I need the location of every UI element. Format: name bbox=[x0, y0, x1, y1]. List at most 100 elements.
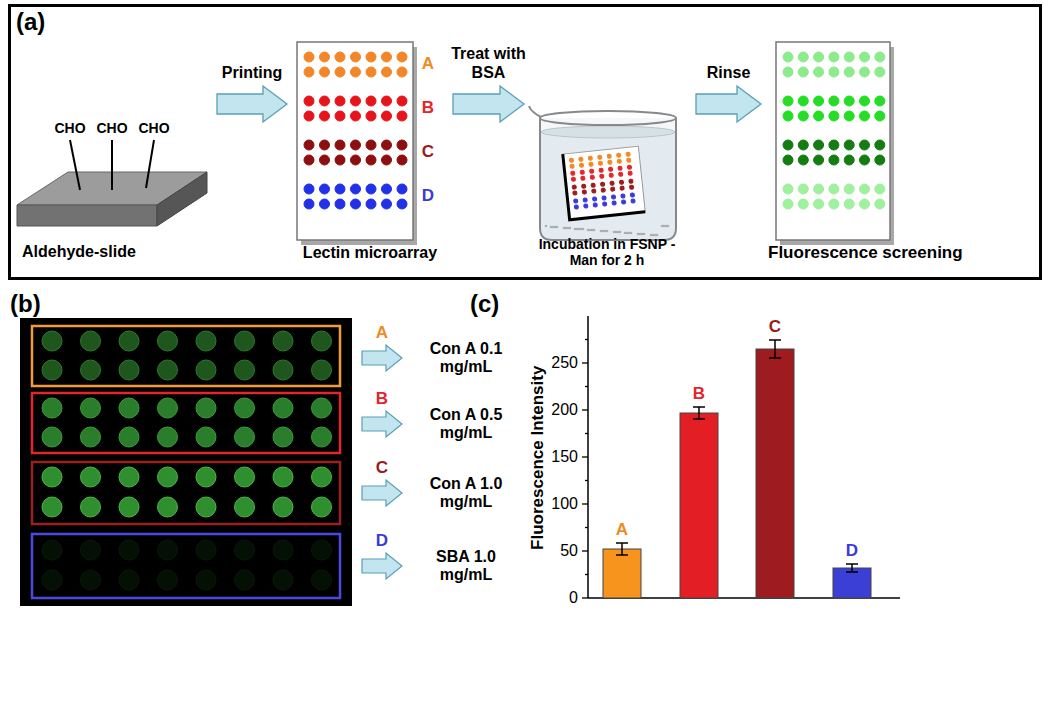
panel-label: (a) bbox=[16, 8, 45, 36]
lectin-spot bbox=[397, 199, 407, 209]
error-bar bbox=[769, 340, 781, 358]
fluorescent-spot bbox=[119, 497, 139, 517]
lectin-spot bbox=[631, 199, 635, 203]
beaker-contents bbox=[545, 146, 670, 236]
nanoparticle bbox=[624, 232, 627, 235]
fluorescent-spot bbox=[783, 184, 793, 194]
slide-front bbox=[17, 205, 157, 226]
fluorescence-image bbox=[20, 318, 352, 606]
fluorescent-spot bbox=[860, 96, 870, 106]
axis-tick bbox=[582, 362, 588, 363]
axis-tick bbox=[585, 527, 588, 528]
slide-edge bbox=[563, 146, 645, 220]
nanoparticle bbox=[600, 230, 603, 233]
panel-label: (c) bbox=[470, 290, 499, 318]
sample-label: SBA 1.0 mg/mL bbox=[416, 548, 516, 585]
lectin-spot bbox=[584, 204, 588, 208]
lectin-spot bbox=[627, 158, 631, 162]
lectin-spot bbox=[629, 185, 633, 189]
row-letter: D bbox=[376, 531, 388, 551]
liquid-surface bbox=[541, 126, 675, 138]
lectin-spot bbox=[366, 199, 376, 209]
lectin-spot bbox=[621, 194, 625, 198]
fluorescent-spot bbox=[42, 570, 62, 590]
block-arrow bbox=[696, 86, 761, 122]
fluorescent-spot bbox=[273, 540, 293, 560]
fluorescent-spot bbox=[119, 360, 139, 380]
fluorescent-spot bbox=[829, 111, 839, 121]
fluorescent-spot bbox=[875, 155, 885, 165]
lectin-spot bbox=[320, 140, 330, 150]
lectin-spot bbox=[320, 184, 330, 194]
lectin-spot bbox=[351, 111, 361, 121]
lectin-spot bbox=[304, 96, 314, 106]
beaker-liquid bbox=[541, 132, 675, 239]
fluorescent-spot bbox=[875, 96, 885, 106]
sample-label: Con A 0.1 mg/mL bbox=[416, 340, 516, 377]
fluorescent-spot bbox=[119, 540, 139, 560]
lectin-spot bbox=[335, 67, 345, 77]
fluorescent-spot bbox=[273, 331, 293, 351]
lectin-spot bbox=[382, 52, 392, 62]
axis-tick bbox=[582, 456, 588, 457]
lectin-spot bbox=[572, 185, 576, 189]
fluorescent-spot bbox=[829, 52, 839, 62]
fluorescent-spot bbox=[196, 360, 216, 380]
tick-label: 150 bbox=[551, 448, 578, 466]
lectin-spot bbox=[382, 155, 392, 165]
lectin-spot bbox=[600, 182, 604, 186]
fluorescent-spot bbox=[158, 398, 178, 418]
fluorescent-spot bbox=[860, 184, 870, 194]
fluorescent-spot bbox=[42, 497, 62, 517]
lectin-spot bbox=[603, 202, 607, 206]
fluorescence-card bbox=[776, 42, 890, 240]
lectin-spot bbox=[351, 96, 361, 106]
lectin-spot bbox=[570, 164, 574, 168]
lectin-spot bbox=[397, 96, 407, 106]
lectin-spot bbox=[611, 195, 615, 199]
lectin-spot bbox=[593, 203, 597, 207]
lectin-spot bbox=[598, 155, 602, 159]
spot-grid bbox=[42, 331, 332, 590]
lectin-spot bbox=[628, 171, 632, 175]
fluorescent-spot bbox=[312, 427, 332, 447]
block-arrow bbox=[362, 411, 402, 437]
fluorescent-spot bbox=[783, 155, 793, 165]
row-letter: A bbox=[422, 54, 434, 74]
fluorescent-spot bbox=[875, 184, 885, 194]
fluorescent-spot bbox=[42, 398, 62, 418]
fluorescent-spot bbox=[235, 427, 255, 447]
fluorescent-spot bbox=[235, 467, 255, 487]
fluorescent-spot bbox=[119, 570, 139, 590]
fluorescent-spot bbox=[798, 52, 808, 62]
beaker-rim bbox=[540, 111, 676, 125]
lectin-spot bbox=[626, 152, 630, 156]
lectin-spot bbox=[600, 174, 604, 178]
lectin-spot bbox=[335, 155, 345, 165]
linker-post bbox=[146, 140, 154, 188]
lectin-spot bbox=[304, 140, 314, 150]
bar bbox=[756, 349, 794, 598]
fluorescent-spot bbox=[235, 331, 255, 351]
lectin-spot bbox=[621, 200, 625, 204]
fluorescent-spot bbox=[312, 331, 332, 351]
fluorescent-spot bbox=[235, 570, 255, 590]
fluorescent-spot bbox=[158, 467, 178, 487]
group-frame bbox=[32, 462, 340, 524]
fluorescent-spot bbox=[783, 52, 793, 62]
chemical-group: CHO bbox=[138, 120, 169, 136]
lectin-spot bbox=[320, 111, 330, 121]
fluorescent-spot bbox=[196, 427, 216, 447]
fluorescent-spot bbox=[235, 497, 255, 517]
fluorescent-spot bbox=[81, 467, 101, 487]
lectin-spot bbox=[366, 155, 376, 165]
lectin-spot bbox=[397, 140, 407, 150]
nanoparticle bbox=[650, 234, 653, 237]
beaker-outline bbox=[540, 118, 676, 240]
fluorescence-slide: Fluorescence screening bbox=[764, 38, 1036, 270]
lectin-spot bbox=[304, 52, 314, 62]
lectin-spot bbox=[397, 184, 407, 194]
sample-label: Con A 0.5 mg/mL bbox=[416, 406, 516, 443]
lectin-spot bbox=[320, 96, 330, 106]
tick-label: 50 bbox=[560, 542, 578, 560]
